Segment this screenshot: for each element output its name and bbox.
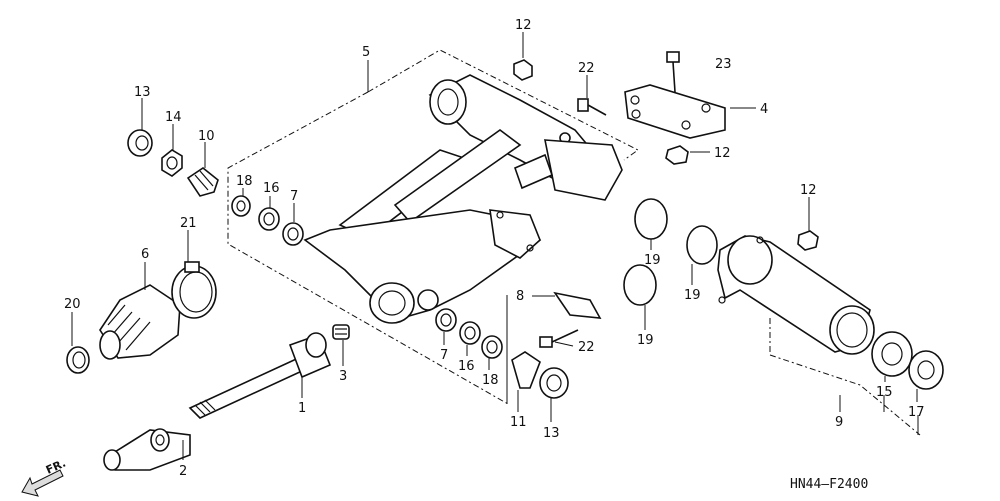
o-ring-19b <box>686 225 718 265</box>
callout-12: 12 <box>714 146 731 161</box>
callout-10: 10 <box>198 129 215 144</box>
callout-21: 21 <box>180 216 197 231</box>
oil-seal-13a <box>127 129 153 157</box>
callout-11: 11 <box>510 415 527 430</box>
callout-7: 7 <box>290 189 298 204</box>
leader-lines <box>71 32 921 460</box>
o-ring-19c <box>623 264 657 306</box>
nut-12c <box>797 230 819 251</box>
direction-label: FR. <box>44 457 68 477</box>
bolt-23 <box>666 51 680 93</box>
boot-11 <box>511 351 541 389</box>
callout-18: 18 <box>236 174 253 189</box>
bracket-8 <box>553 291 602 319</box>
o-ring-19a <box>634 198 668 240</box>
callout-16: 16 <box>458 359 475 374</box>
callout-22: 22 <box>578 61 595 76</box>
callout-2: 2 <box>179 464 187 479</box>
oil-seal-13b <box>539 367 569 399</box>
callout-7: 7 <box>440 348 448 363</box>
callout-18: 18 <box>482 373 499 388</box>
nut-14 <box>161 149 183 177</box>
callout-6: 6 <box>141 247 149 262</box>
callout-12: 12 <box>800 183 817 198</box>
boot-6 <box>99 284 181 360</box>
nut-12a <box>513 59 533 81</box>
diagram-reference-code: HN44—F2400 <box>790 477 868 492</box>
callout-19: 19 <box>684 288 701 303</box>
boot-10 <box>186 167 219 197</box>
callout-5: 5 <box>362 45 370 60</box>
callout-8: 8 <box>516 289 524 304</box>
callout-19: 19 <box>637 333 654 348</box>
callout-13: 13 <box>543 426 560 441</box>
callout-15: 15 <box>876 385 893 400</box>
plate-4 <box>624 84 726 139</box>
clamp-21 <box>171 261 217 319</box>
callout-20: 20 <box>64 297 81 312</box>
callout-22: 22 <box>578 340 595 355</box>
final-case-9 <box>717 235 875 355</box>
universal-joint-2 <box>103 428 191 471</box>
bearing-15 <box>871 331 913 377</box>
callout-19: 19 <box>644 253 661 268</box>
spring-3 <box>332 324 350 340</box>
callout-4: 4 <box>760 102 768 117</box>
callout-17: 17 <box>908 405 925 420</box>
swingarm <box>303 74 623 324</box>
callout-12: 12 <box>515 18 532 33</box>
callout-23: 23 <box>715 57 732 72</box>
bolt-22b <box>539 329 579 348</box>
bearing-cluster-lower <box>435 308 503 359</box>
front-direction-arrow: FR. <box>21 457 68 497</box>
callout-16: 16 <box>263 181 280 196</box>
callout-1: 1 <box>298 401 306 416</box>
callout-13: 13 <box>134 85 151 100</box>
swingarm-assembly-outline <box>227 49 639 405</box>
oil-seal-17 <box>908 350 944 390</box>
drive-shaft-1 <box>188 332 332 419</box>
callout-9: 9 <box>835 415 843 430</box>
callout-labels: 5 12 22 23 4 12 13 14 10 18 16 7 21 6 20… <box>64 18 925 479</box>
bearing-cluster-left <box>231 195 304 246</box>
callout-14: 14 <box>165 110 182 125</box>
clamp-20 <box>66 346 90 374</box>
bolt-22a <box>577 98 607 116</box>
nut-12b <box>665 145 689 165</box>
callout-3: 3 <box>339 369 347 384</box>
